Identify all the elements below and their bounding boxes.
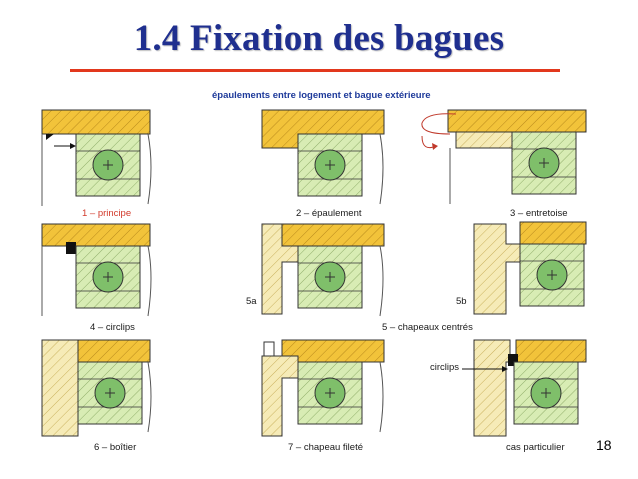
label-6-boitier: 6 – boîtier — [94, 442, 137, 453]
diagram-3-entretoise — [421, 109, 587, 204]
label-1-principe: 1 – principe — [82, 208, 132, 219]
label-2-epaulement: 2 – épaulement — [296, 208, 362, 219]
label-7-chapeau-filete: 7 – chapeau fileté — [288, 442, 364, 453]
label-4-circlips: 4 – circlips — [90, 322, 135, 333]
diagram-5a-chapeau — [261, 223, 385, 317]
diagram-5b-chapeau — [473, 221, 587, 315]
diagram-6-boitier — [41, 339, 152, 437]
page-number: 18 — [596, 437, 612, 453]
label-cas-particulier: cas particulier — [506, 442, 565, 453]
label-5b: 5b — [456, 296, 467, 307]
label-5a: 5a — [246, 296, 257, 307]
diagram-7-chapeau-filete — [261, 339, 385, 437]
diagram-4-circlips — [41, 223, 152, 317]
diagram-1-principe — [41, 109, 152, 206]
label-3-entretoise: 3 – entretoise — [510, 208, 568, 219]
diagram-2-epaulement — [261, 109, 385, 205]
figure-drawing — [41, 109, 587, 437]
figure-header: épaulements entre logement et bague exté… — [212, 90, 431, 101]
label-5-chapeaux-centres: 5 – chapeaux centrés — [382, 322, 473, 333]
label-circlips: circlips — [430, 362, 460, 373]
diagram-8-cas-particulier — [462, 339, 587, 437]
slide-title: 1.4 Fixation des bagues — [133, 18, 505, 59]
bearing-fixation-figure: épaulements entre logement et bague exté… — [36, 86, 592, 462]
title-underline — [70, 69, 560, 72]
